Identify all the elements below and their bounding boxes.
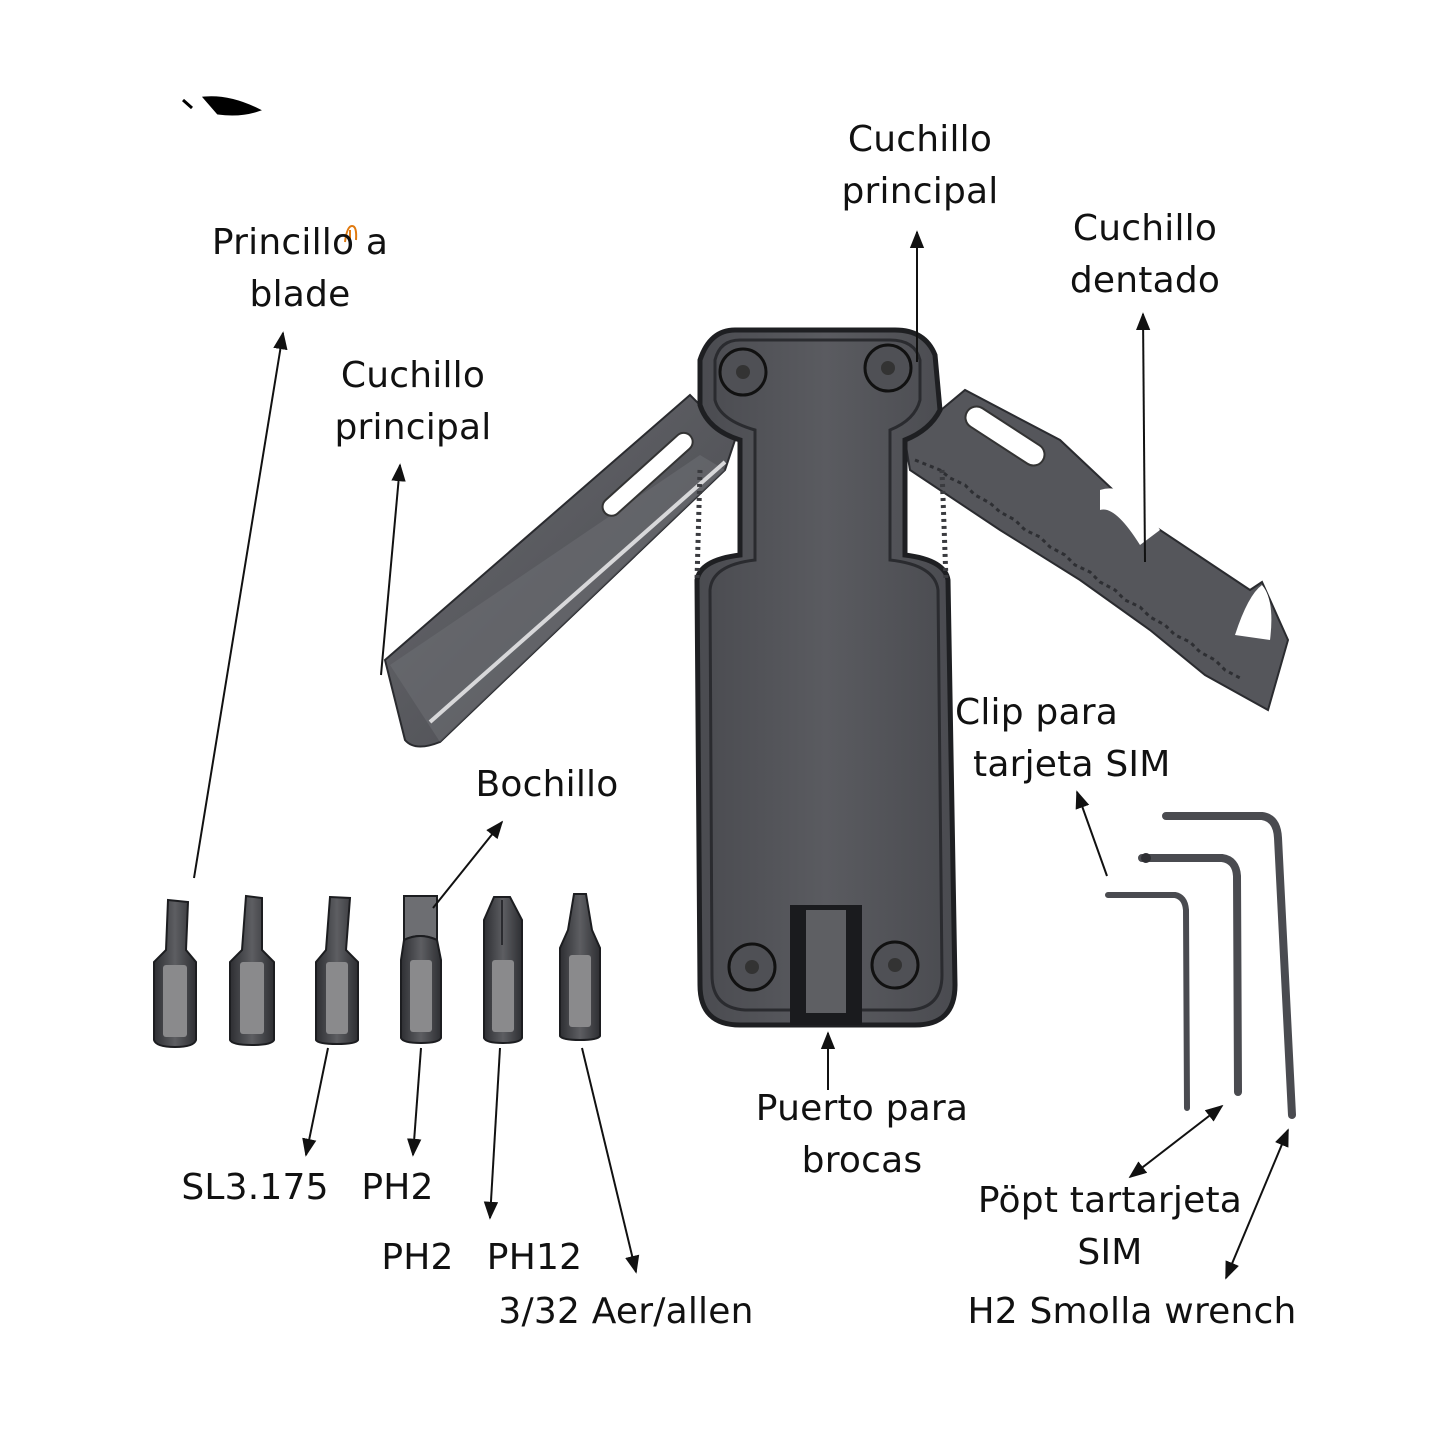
bit-3 — [315, 895, 359, 1046]
leader-ph2-a — [407, 1047, 422, 1157]
leader-princillo — [193, 331, 288, 879]
hex-key-small — [1105, 892, 1190, 1111]
hex-key-medium — [1138, 853, 1242, 1096]
label-bit-ph12: PH12 — [486, 1237, 583, 1278]
label-bit-ph2-b: PH2 — [381, 1237, 454, 1278]
corner-artifact — [182, 96, 262, 116]
label-bit-port: Puerto para brocas — [755, 1088, 969, 1181]
hex-key-large — [1162, 812, 1296, 1119]
label-bit-sl3175: SL3.175 — [181, 1167, 329, 1208]
leader-wrench — [1225, 1128, 1289, 1280]
label-wrench: H2 Smolla wrench — [967, 1291, 1297, 1332]
bit-5 — [483, 896, 523, 1045]
screw-bottom-left — [727, 942, 777, 992]
label-bit-ph2-a: PH2 — [361, 1167, 434, 1208]
multitool-body — [694, 327, 958, 1028]
leader-sl — [302, 1047, 329, 1157]
bit-2 — [229, 894, 275, 1047]
accent-mark-icon — [344, 224, 358, 248]
label-main-blade-left: Cuchillo principal — [334, 355, 492, 448]
main-blade-left — [383, 393, 737, 748]
leader-serrated — [1135, 312, 1151, 563]
leader-allen — [581, 1047, 640, 1274]
bit-1 — [153, 898, 197, 1049]
leader-ph12 — [483, 1047, 501, 1220]
label-sim-clip: Clip para tarjeta SIM — [955, 692, 1171, 785]
label-allen: 3/32 Aer/allen — [498, 1291, 754, 1332]
label-main-blade-top: Cuchillo principal — [841, 119, 999, 212]
label-sim-port: Pöpt tartarjeta SIM — [977, 1180, 1243, 1273]
bit-4 — [400, 895, 442, 1045]
label-princillo-blade: Princillo a blade — [211, 222, 389, 315]
serrated-blade-right — [903, 388, 1290, 712]
bit-6 — [559, 893, 601, 1042]
screw-top-right — [863, 343, 913, 393]
screw-bottom-right — [870, 940, 920, 990]
leader-sim-port — [1128, 1104, 1224, 1179]
label-bochillo: Bochillo — [475, 764, 619, 805]
leader-lines — [193, 230, 1289, 1280]
screw-top-left — [718, 347, 768, 397]
leader-sim-clip — [1075, 790, 1108, 877]
label-serrated-blade: Cuchillo dentado — [1069, 208, 1221, 301]
leader-left-blade — [380, 463, 406, 676]
leader-bochillo — [432, 820, 504, 909]
